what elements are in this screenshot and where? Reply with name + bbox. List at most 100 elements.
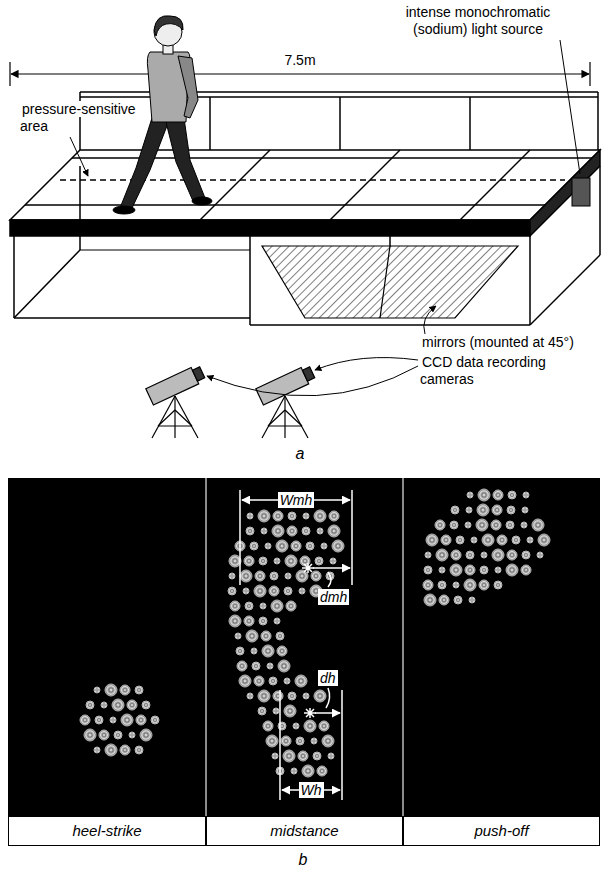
pressure-dots-part (512, 536, 520, 544)
label-slot: dh (318, 670, 358, 687)
label-slot: pressure-sensitive area (20, 101, 148, 135)
walkway-platform-part (10, 150, 600, 220)
label-slot: intense monochromatic (sodium) light sou… (388, 4, 568, 38)
pressure-dots-part (239, 675, 251, 687)
caption-text: heel-strike (72, 822, 141, 840)
pressure-dots-part (228, 587, 236, 595)
pressure-dots-part (84, 729, 96, 741)
pressure-dots-part (522, 551, 530, 559)
pressure-dots-part (314, 690, 326, 702)
pressure-dots-part (482, 534, 494, 546)
part-letter: a (296, 445, 305, 462)
pressure-dots-part (151, 716, 159, 724)
ccd-camera-part-part (256, 368, 309, 405)
walkway-platform-part (330, 150, 400, 220)
pressure-dots-part (259, 617, 267, 625)
pressure-dots-part (507, 550, 517, 560)
ccd-camera-part-part (192, 367, 204, 381)
pressure-dots-part (304, 720, 316, 732)
light-source-part (560, 40, 580, 174)
pressure-dots-part (261, 528, 267, 534)
pressure-dots-part (258, 510, 270, 522)
pressure-dots-part (274, 558, 280, 564)
pressure-dots-part (250, 542, 258, 550)
callout-leader-part (424, 306, 436, 334)
pressure-dots-part (436, 549, 448, 561)
pressure-dots-part (270, 572, 278, 580)
light-source-label: intense monochromatic (sodium) light sou… (406, 4, 551, 37)
walkway-platform-part (10, 220, 530, 236)
pressure-dots-part (296, 737, 304, 745)
support-frame-part (389, 236, 391, 246)
pressure-dots-part (127, 700, 137, 710)
pressure-dots-part (296, 570, 308, 582)
pressure-dots-part (235, 633, 241, 639)
pressure-dots-part (479, 580, 489, 590)
pressure-dots-part (314, 510, 326, 522)
label-slot: 7.5m (270, 52, 330, 69)
area-leader (70, 137, 88, 176)
footprint-panels-part (205, 478, 207, 816)
pressure-dots-part (244, 556, 254, 566)
caption-text: push-off (474, 822, 528, 840)
pressure-dots-part (272, 525, 284, 537)
camera-tripod-part (284, 396, 285, 438)
pressure-dots-part (269, 586, 279, 596)
pressure-dots-part (265, 543, 271, 549)
measure-marks-part (302, 563, 314, 573)
pressure-dots-part (450, 564, 462, 576)
pressure-dots-part (438, 581, 446, 589)
dimension-line-part (11, 73, 589, 74)
camera-tripod-part (175, 410, 192, 426)
pressure-dots-part (506, 521, 514, 529)
camera-tripod-part (285, 410, 302, 426)
measure-marks-part (313, 567, 350, 569)
pressure-dots-part (477, 504, 489, 516)
pressure-dots-part (537, 552, 543, 558)
pressure-dots-part (101, 702, 107, 708)
pressure-dots-part (243, 588, 249, 594)
pressure-dots-part (330, 558, 336, 564)
walking-person-part (113, 206, 135, 214)
pressure-dots-part (284, 678, 290, 684)
pressure-dots-part (439, 595, 449, 605)
pressure-dots-part (465, 522, 471, 528)
pressure-dots-part (229, 555, 241, 567)
mirror-label: mirrors (mounted at 45°) (420, 334, 576, 350)
pressure-dots-part (317, 528, 323, 534)
pressure-dots-part (247, 693, 253, 699)
pressure-dots-part (299, 588, 305, 594)
walking-person-part (165, 118, 205, 201)
pressure-dots-part (298, 751, 308, 761)
support-frame-part (79, 166, 81, 250)
pressure-dots-part (456, 536, 464, 544)
pressure-dots-part (441, 535, 451, 545)
pressure-dots-part (255, 571, 265, 581)
pressure-dots-part (454, 596, 462, 604)
mirror-hatching-part (262, 246, 518, 318)
panel-caption: heel-strike (8, 816, 206, 846)
support-frame-part (529, 236, 531, 325)
pressure-dots-part (527, 537, 533, 543)
label-slot: a (280, 444, 320, 463)
pressure-dots-part (494, 581, 502, 589)
pressure-dots-part (288, 512, 296, 520)
callout-leader-part (315, 358, 418, 370)
support-frame-part (530, 255, 600, 325)
pressure-dots-part (261, 631, 271, 641)
railing-part (339, 97, 341, 150)
camera-tripod-part (285, 396, 308, 438)
pressure-dots-part (229, 573, 235, 579)
area-leader-part (70, 137, 88, 176)
pressure-dots-part (466, 507, 472, 513)
pressure-dots (80, 489, 550, 777)
camera-tripod-part (158, 410, 175, 426)
pressure-dots-part (80, 715, 90, 725)
measure-marks-part (315, 712, 340, 714)
walkway-platform-part (530, 150, 600, 236)
pressure-dots-part (306, 542, 314, 550)
walking-person-part (120, 118, 170, 208)
pressure-dots-part (284, 587, 292, 595)
pressure-dots-part (129, 732, 135, 738)
